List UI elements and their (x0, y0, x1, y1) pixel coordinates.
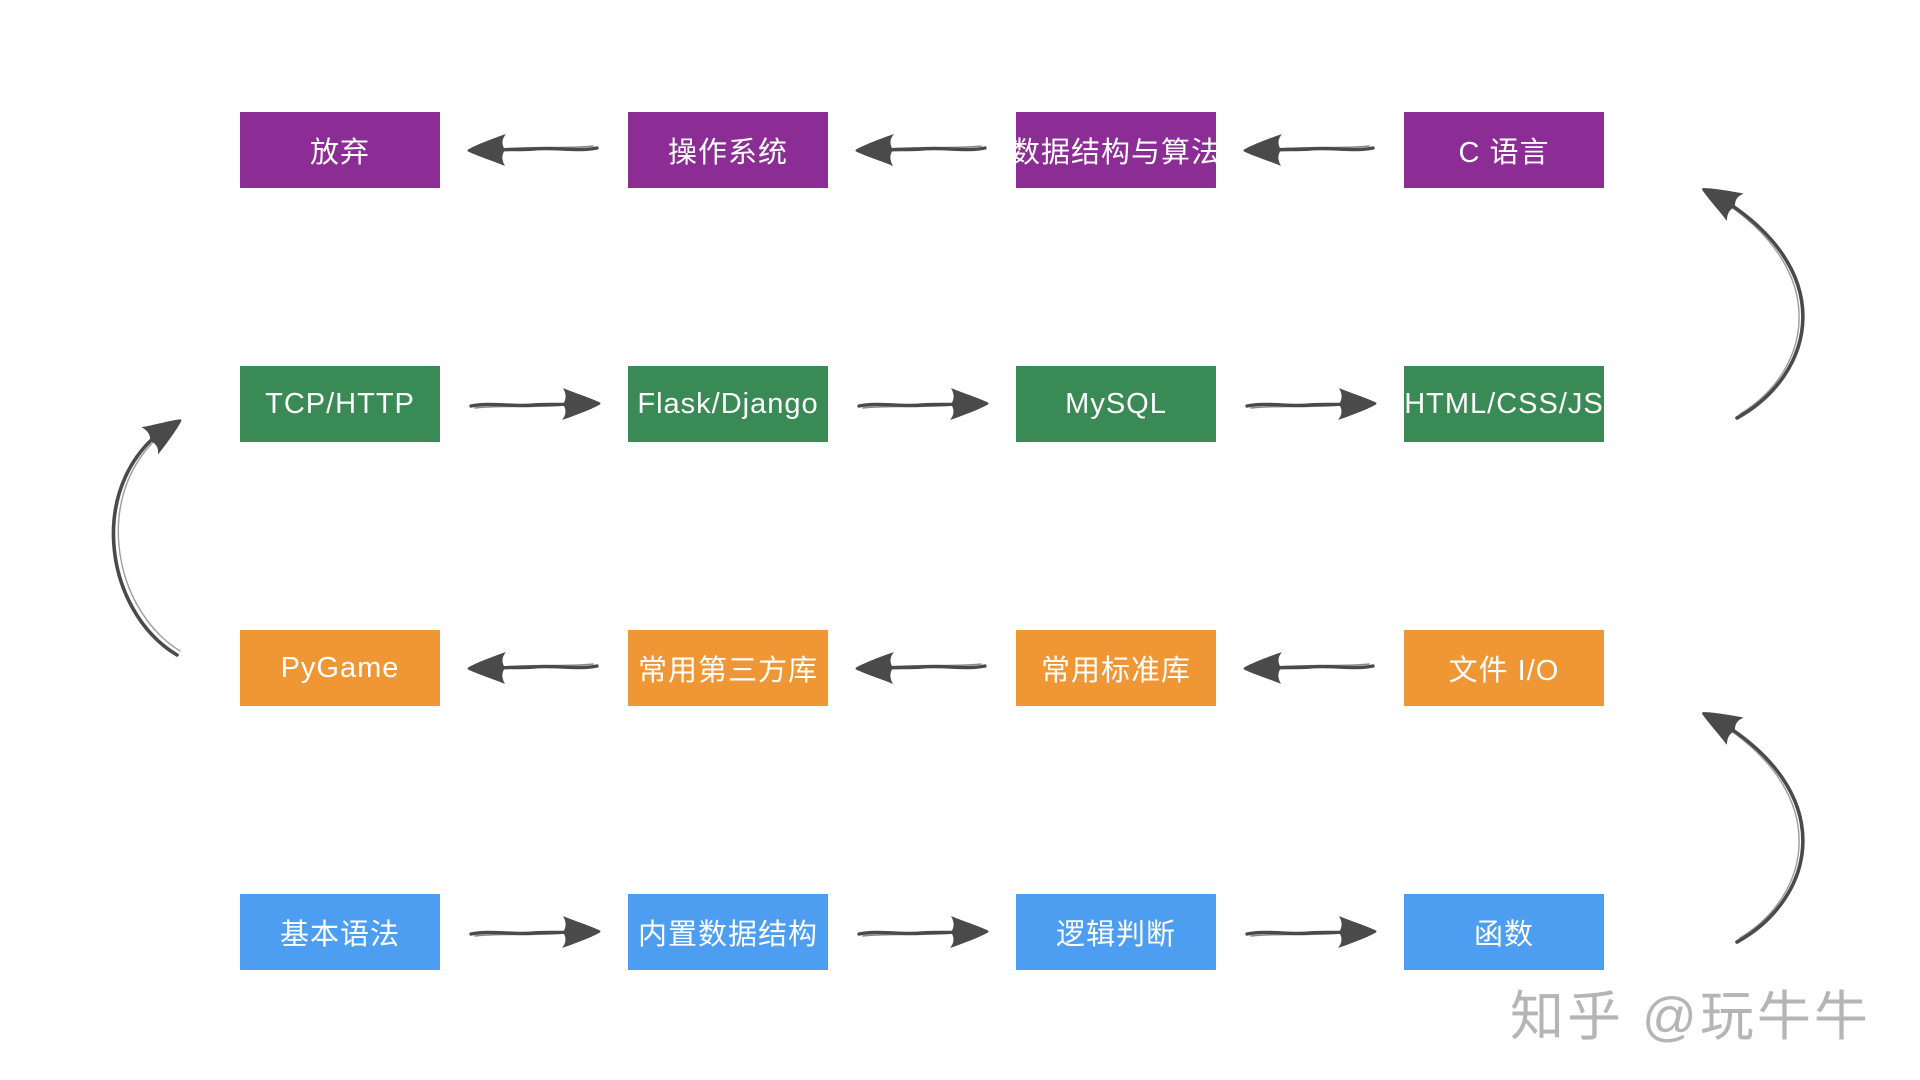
node-give-up: 放弃 (240, 112, 440, 188)
node-tcp-http: TCP/HTTP (240, 366, 440, 442)
curve-html-to-c (1694, 174, 1805, 420)
node-pygame: PyGame (240, 630, 440, 706)
arrow-c-to-dsa (1244, 134, 1374, 166)
arrow-flask-to-mysql (859, 388, 989, 420)
curve-functions-to-fileio (1694, 698, 1805, 944)
node-file-io: 文件 I/O (1404, 630, 1604, 706)
node-standard-libs: 常用标准库 (1016, 630, 1216, 706)
node-os: 操作系统 (628, 112, 828, 188)
node-c-language: C 语言 (1404, 112, 1604, 188)
arrow-stdlib-to-thirdparty (856, 652, 986, 684)
arrow-tcp-to-flask (471, 388, 601, 420)
arrow-os-to-give-up (468, 134, 598, 166)
watermark: 知乎 @玩牛牛 (1510, 987, 1871, 1047)
arrow-logic-to-functions (1247, 916, 1377, 948)
arrow-mysql-to-html (1247, 388, 1377, 420)
node-thirdparty-libs: 常用第三方库 (628, 630, 828, 706)
node-builtin-ds: 内置数据结构 (628, 894, 828, 970)
arrow-thirdparty-to-pygame (468, 652, 598, 684)
arrow-syntax-to-builtin (471, 916, 601, 948)
node-mysql: MySQL (1016, 366, 1216, 442)
node-functions: 函数 (1404, 894, 1604, 970)
node-dsa: 数据结构与算法 (1011, 112, 1220, 188)
node-basic-syntax: 基本语法 (240, 894, 440, 970)
node-html-css-js: HTML/CSS/JS (1404, 366, 1604, 442)
node-flask-django: Flask/Django (628, 366, 828, 442)
arrow-builtin-to-logic (859, 916, 989, 948)
curve-pygame-to-tcp (111, 406, 191, 657)
arrow-dsa-to-os (856, 134, 986, 166)
arrow-fileio-to-stdlib (1244, 652, 1374, 684)
node-logic: 逻辑判断 (1016, 894, 1216, 970)
